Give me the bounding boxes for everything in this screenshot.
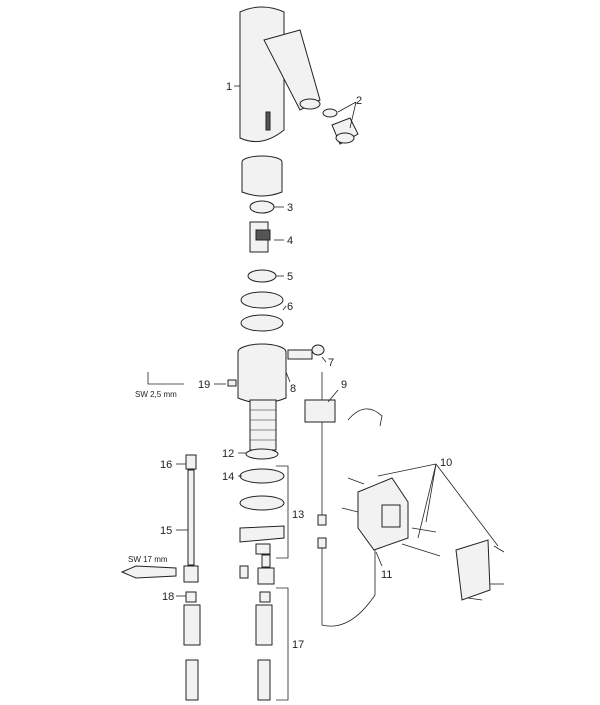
clip xyxy=(249,200,275,214)
label-5: 5 xyxy=(287,271,293,283)
faucet-body xyxy=(239,6,321,143)
hex-key xyxy=(147,372,184,385)
compression-nut xyxy=(185,591,197,603)
washer-14-a xyxy=(239,468,285,484)
mounting-screws xyxy=(341,477,505,601)
leader-lines xyxy=(176,85,499,701)
fixing-plate xyxy=(239,525,285,543)
washer-14-b xyxy=(239,495,285,511)
label-9: 9 xyxy=(341,379,347,391)
label-10: 10 xyxy=(440,457,452,469)
label-19: 19 xyxy=(198,379,210,391)
wrench-size: SW 17 mm xyxy=(128,555,168,564)
control-module xyxy=(304,372,383,627)
label-4: 4 xyxy=(287,235,293,247)
label-16: 16 xyxy=(160,459,172,471)
wrench xyxy=(120,565,177,579)
label-6: 6 xyxy=(287,301,293,313)
battery-box xyxy=(357,477,409,551)
label-17: 17 xyxy=(292,639,304,651)
compression-nut-2 xyxy=(259,591,271,603)
hex-key-size: SW 2,5 mm xyxy=(135,390,177,399)
label-8: 8 xyxy=(290,383,296,395)
o-ring-large xyxy=(240,291,284,309)
mixing-housing xyxy=(237,343,287,451)
o-ring-large-2 xyxy=(240,314,284,332)
cartridge xyxy=(249,221,271,253)
aerator xyxy=(322,108,359,145)
label-2: 2 xyxy=(356,95,362,107)
label-11: 11 xyxy=(381,569,392,581)
label-7: 7 xyxy=(328,357,334,369)
washer-12 xyxy=(245,448,279,460)
center-hose xyxy=(239,554,275,585)
nut xyxy=(255,543,271,555)
label-12: 12 xyxy=(222,448,234,460)
connector xyxy=(287,344,325,360)
label-14: 14 xyxy=(222,471,234,483)
label-13: 13 xyxy=(292,509,304,521)
wall-plate xyxy=(455,539,491,601)
check-valve-right xyxy=(255,604,273,701)
check-valve-left xyxy=(183,604,201,701)
label-3: 3 xyxy=(287,202,293,214)
label-1: 1 xyxy=(226,81,232,93)
label-15: 15 xyxy=(160,525,172,537)
label-18: 18 xyxy=(162,591,174,603)
flexible-hose xyxy=(183,454,199,583)
sensor-cap xyxy=(241,155,283,197)
set-screw xyxy=(227,379,237,387)
o-ring-small xyxy=(247,269,277,283)
